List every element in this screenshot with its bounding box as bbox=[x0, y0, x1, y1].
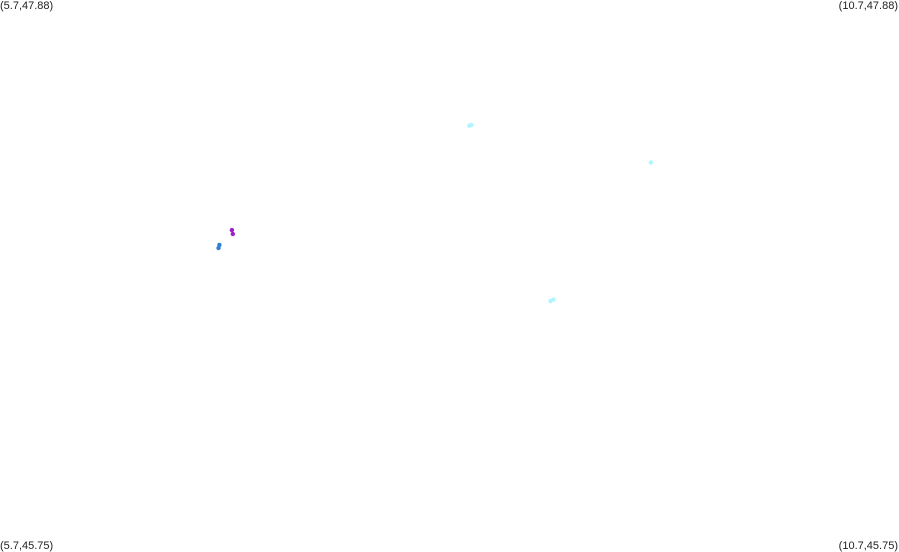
map-point bbox=[230, 231, 235, 237]
map-point bbox=[551, 297, 556, 302]
map-point bbox=[648, 160, 654, 165]
corner-label-top-right: (10.7,47.88) bbox=[838, 0, 898, 12]
corner-label-bottom-left: (5.7,45.75) bbox=[0, 540, 54, 552]
corner-label-top-left: (5.7,47.88) bbox=[0, 0, 54, 12]
map-point bbox=[216, 245, 221, 251]
map-point bbox=[229, 227, 235, 233]
corner-label-bottom-right: (10.7,45.75) bbox=[838, 540, 898, 552]
map-point bbox=[469, 122, 474, 128]
